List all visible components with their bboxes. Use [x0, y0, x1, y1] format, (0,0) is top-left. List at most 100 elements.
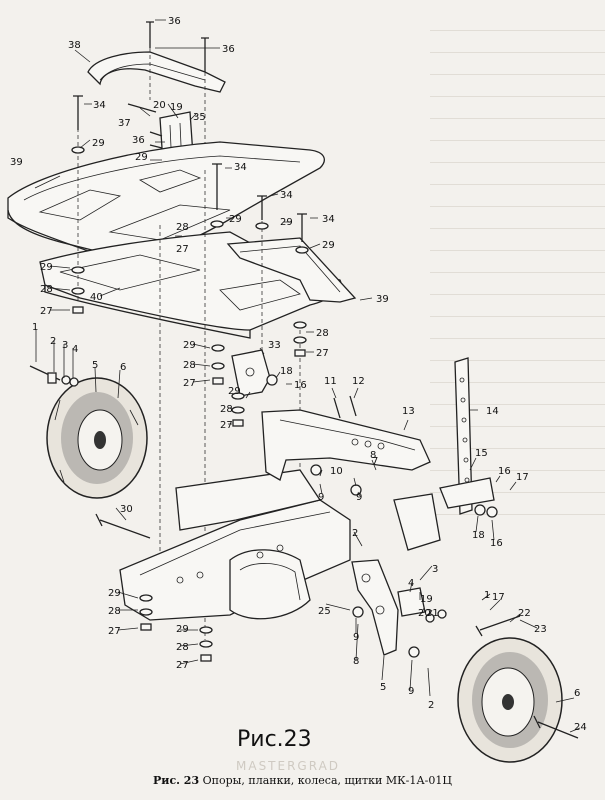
part-39-shield-right [226, 237, 357, 303]
callout-34: 34 [234, 162, 247, 173]
callout-17: 17 [492, 592, 505, 603]
part-13-bracket [261, 409, 431, 481]
callout-19: 19 [420, 594, 433, 605]
callout-28: 28 [40, 284, 53, 295]
callout-3: 3 [62, 340, 68, 351]
callout-12: 12 [352, 376, 365, 387]
callout-19: 19 [170, 102, 183, 113]
callout-29: 29 [40, 262, 53, 273]
callout-2: 2 [50, 336, 56, 347]
part-15-bracket [393, 477, 495, 551]
callout-29: 29 [176, 624, 189, 635]
callout-2: 2 [428, 700, 434, 711]
assembly-axes [77, 100, 301, 640]
callout-36: 36 [132, 135, 145, 146]
callout-23: 23 [534, 624, 547, 635]
callout-13: 13 [402, 406, 415, 417]
callout-9: 9 [356, 492, 362, 503]
callout-5: 5 [92, 360, 98, 371]
part-5-arm-right [351, 559, 399, 656]
callout-18: 18 [280, 366, 293, 377]
callout-29: 29 [135, 152, 148, 163]
callout-4: 4 [72, 344, 78, 355]
callout-39: 39 [10, 157, 23, 168]
main-frame [119, 469, 351, 621]
callout-38: 38 [68, 40, 81, 51]
callout-22: 22 [518, 608, 531, 619]
callout-35: 35 [193, 112, 206, 123]
callout-39: 39 [376, 294, 389, 305]
callout-2: 2 [352, 528, 358, 539]
part-22-23-pin [475, 615, 521, 637]
callout-9: 9 [353, 632, 359, 643]
callout-27: 27 [316, 348, 329, 359]
callout-28: 28 [176, 642, 189, 653]
bleed-through-table-lines [430, 0, 605, 540]
part-38-bracket [87, 21, 226, 180]
callout-25: 25 [318, 606, 331, 617]
callout-5: 5 [380, 682, 386, 693]
part-33-bracket [231, 349, 271, 397]
callout-29: 29 [322, 240, 335, 251]
part-14-post [454, 357, 473, 515]
callout-3: 3 [432, 564, 438, 575]
callout-34: 34 [93, 100, 106, 111]
washers-nuts [71, 146, 498, 662]
callout-28: 28 [108, 606, 121, 617]
callout-28: 28 [183, 360, 196, 371]
callout-36: 36 [168, 16, 181, 27]
callout-29: 29 [228, 386, 241, 397]
caption-text: Опоры, планки, колеса, щитки МК-1А-01Ц [199, 774, 452, 787]
callout-21: 21 [426, 608, 439, 619]
callout-9: 9 [408, 686, 414, 697]
watermark: MASTERGRAD [236, 759, 341, 773]
callout-33: 33 [268, 340, 281, 351]
callout-6: 6 [120, 362, 126, 373]
callout-29: 29 [280, 217, 293, 228]
callout-8: 8 [370, 450, 376, 461]
callout-34: 34 [322, 214, 335, 225]
leader-lines [34, 19, 581, 733]
callout-9: 9 [318, 492, 324, 503]
part-6-wheel-right [457, 637, 563, 763]
part-30-bolt [95, 513, 151, 539]
callout-29: 29 [229, 214, 242, 225]
caption-number: Рис. 23 [153, 774, 200, 787]
callout-27: 27 [220, 420, 233, 431]
callout-8: 8 [353, 656, 359, 667]
callout-15: 15 [475, 448, 488, 459]
callout-16: 16 [294, 380, 307, 391]
callout-16: 16 [498, 466, 511, 477]
callout-36: 36 [222, 44, 235, 55]
figure-title: Рис.23 [237, 727, 312, 752]
callout-20: 20 [153, 100, 166, 111]
callout-27: 27 [40, 306, 53, 317]
callout-27: 27 [183, 378, 196, 389]
callout-37: 37 [118, 118, 131, 129]
callout-4: 4 [408, 578, 414, 589]
top-bolts [73, 95, 357, 419]
callout-11: 11 [324, 376, 337, 387]
part-24-bolt [533, 715, 579, 739]
callout-27: 27 [108, 626, 121, 637]
callout-18: 18 [472, 530, 485, 541]
callout-28: 28 [220, 404, 233, 415]
callout-29: 29 [183, 340, 196, 351]
callout-28: 28 [176, 222, 189, 233]
callout-28: 28 [316, 328, 329, 339]
callout-10: 10 [330, 466, 343, 477]
figure-caption: Рис. 23 Опоры, планки, колеса, щитки МК-… [0, 774, 605, 787]
part-19-clamp [397, 587, 426, 617]
callout-34: 34 [280, 190, 293, 201]
callout-27: 27 [176, 244, 189, 255]
callout-30: 30 [120, 504, 133, 515]
callout-24: 24 [574, 722, 587, 733]
callout-29: 29 [108, 588, 121, 599]
callout-20: 20 [418, 608, 431, 619]
part-39-shield-main [7, 141, 325, 271]
callout-16: 16 [490, 538, 503, 549]
callout-7: 7 [372, 456, 378, 467]
